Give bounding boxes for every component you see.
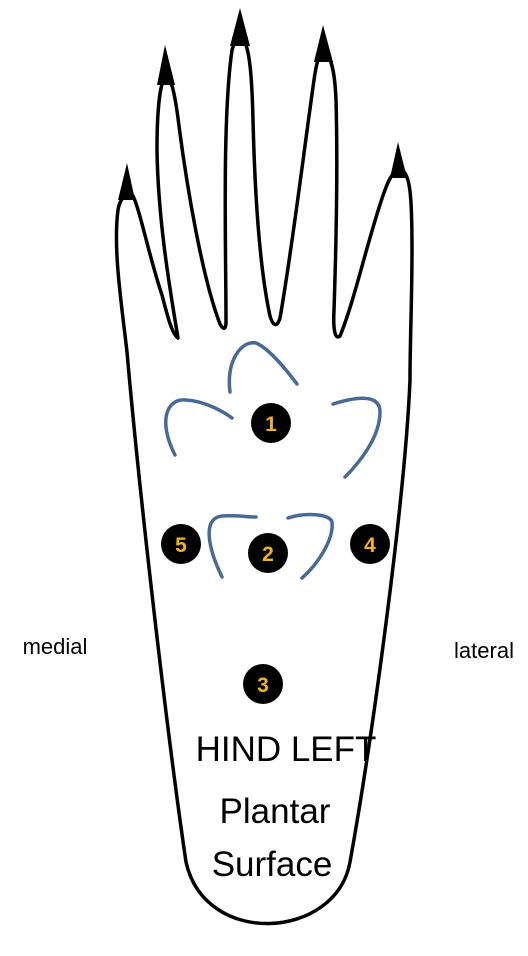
marker-3-label: 3: [257, 674, 269, 697]
title-line-3: Surface: [212, 845, 333, 884]
title-line-1: HIND LEFT: [196, 730, 377, 769]
pad-outline-center-right: [288, 515, 332, 578]
pad-outline-right: [333, 398, 380, 477]
pad-outline-left: [166, 400, 232, 455]
lateral-label: lateral: [454, 638, 514, 663]
marker-1: 1: [251, 403, 291, 443]
claw-toe-3: [230, 8, 250, 46]
marker-3: 3: [243, 664, 283, 704]
marker-4: 4: [350, 524, 390, 564]
marker-5-label: 5: [175, 534, 187, 557]
marker-4-label: 4: [364, 534, 376, 557]
marker-1-label: 1: [265, 413, 277, 436]
claw-toe-4: [314, 25, 333, 62]
pad-outline-center-left: [209, 516, 256, 577]
claw-toe-5: [390, 142, 407, 178]
foot-outline: [116, 38, 412, 924]
claw-toe-2: [157, 45, 175, 85]
marker-5: 5: [161, 524, 201, 564]
title-line-2: Plantar: [220, 792, 331, 831]
claw-toe-1: [118, 163, 135, 200]
medial-label: medial: [23, 634, 88, 659]
pad-outline-top: [229, 343, 297, 392]
marker-2: 2: [248, 533, 288, 573]
marker-2-label: 2: [262, 543, 274, 566]
